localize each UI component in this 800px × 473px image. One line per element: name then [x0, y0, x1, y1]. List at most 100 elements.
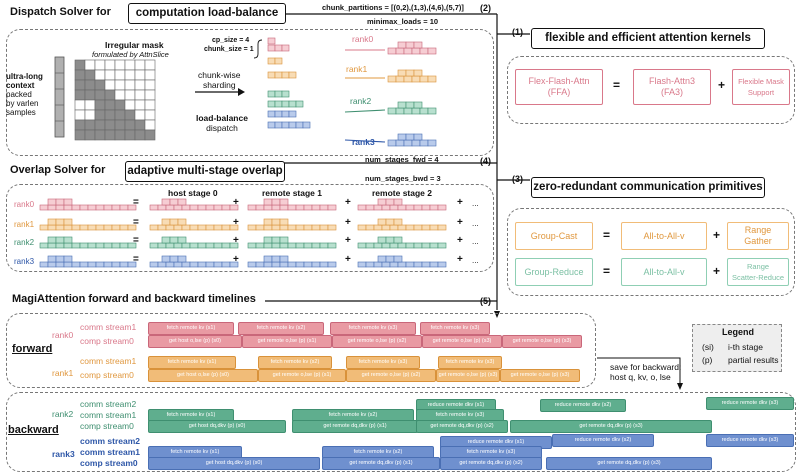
kernels-panel: [507, 56, 795, 124]
fa3-box: Flash-Attn3(FA3): [633, 69, 711, 105]
stage-remote-1: remote stage 1: [262, 188, 322, 198]
bwd-rank3: rank3: [52, 449, 75, 459]
timeline-bar: fetch remote kv (s1): [148, 322, 234, 335]
bwd-r2-comm2: comm stream2: [80, 399, 137, 409]
timeline-bar: get host dq,dkv (p) (s0): [148, 457, 320, 470]
timeline-bar: get host o,lse (p) (s0): [148, 369, 258, 382]
step-3: (3): [512, 174, 523, 184]
overlap-block: [63, 198, 73, 206]
timeline-bar: get remote dq,dkv (p) (s2): [440, 457, 542, 470]
mask-title: Irregular mask: [105, 40, 164, 50]
rank-block: [413, 69, 423, 77]
timeline-bar: fetch remote kv (s2): [258, 356, 332, 369]
overlap-block: [437, 261, 447, 268]
overlap-block: [229, 242, 239, 249]
lb-label: load-balance dispatch: [196, 113, 248, 133]
bwd-r2-comm1: comm stream1: [80, 410, 137, 420]
timeline-bar: get host o,lse (p) (s0): [148, 335, 242, 348]
timeline-bar: fetch remote kv (s3): [346, 356, 420, 369]
step-1: (1): [512, 27, 523, 37]
timeline-bar: fetch remote kv (s2): [238, 322, 324, 335]
context-column: [54, 56, 65, 138]
overlap-block: [437, 224, 447, 231]
overlap-operator: +: [233, 197, 239, 208]
overlap-operator: +: [345, 217, 351, 228]
overlap-block: [177, 198, 187, 206]
overlap-block: [327, 224, 337, 231]
overlap-block: [437, 204, 447, 211]
timeline-bar: reduce remote dkv (s3): [706, 434, 794, 447]
context-line-5: samples: [6, 108, 36, 117]
overlap-block: [393, 236, 403, 244]
mask-support-line-1: Flexible Mask: [738, 77, 784, 86]
timeline-bar: get host dq,dkv (p) (s0): [148, 420, 286, 433]
group-reduce-box: Group-Reduce: [515, 258, 593, 286]
fa3-line-1: Flash-Attn3: [648, 76, 696, 86]
overlap-operator: +: [345, 197, 351, 208]
rank-block: [413, 41, 423, 49]
legend-s: (si): [702, 342, 714, 352]
overlap-operator: +: [457, 235, 463, 246]
rank-block: [427, 107, 437, 115]
timeline-bar: get remote o,lse (p) (s3): [500, 369, 580, 382]
timeline-bar: get remote o,lse (p) (s3): [436, 369, 500, 382]
step-4: (4): [480, 156, 491, 166]
comm-eq-2: =: [603, 264, 611, 278]
overlap-box: adaptive multi-stage overlap: [125, 161, 285, 182]
bwd-rank2: rank2: [52, 409, 74, 419]
overlap-title: Overlap Solver for: [10, 164, 106, 176]
overlap-block: [437, 242, 447, 249]
timeline-bar: fetch remote kv (s3): [420, 322, 490, 335]
chunk-block: [267, 37, 276, 45]
mask-cell: [144, 129, 156, 141]
range-scatter-line-1: Range: [746, 262, 770, 271]
step-2: (2): [480, 3, 491, 13]
overlap-operator: +: [457, 197, 463, 208]
context-line-4: by varlen: [6, 99, 39, 108]
forward-label: forward: [12, 343, 53, 355]
overlap-dots: ...: [472, 256, 479, 265]
context-label: ultra-long context packed by varlen samp…: [6, 72, 43, 117]
overlap-rank-label: rank3: [14, 257, 35, 266]
chunk-block: [281, 90, 290, 98]
timeline-title: MagiAttention forward and backward timel…: [12, 293, 256, 305]
overlap-block: [177, 255, 187, 263]
context-line-1: ultra-long: [6, 72, 43, 81]
kernels-eq: =: [613, 78, 621, 92]
save-line-1: save for backward:: [610, 362, 682, 372]
rank-block: [413, 101, 423, 109]
legend-box: [692, 324, 782, 372]
a2a-box-2: All-to-All-v: [621, 258, 707, 286]
kernels-plus: +: [718, 78, 726, 92]
stage-host: host stage 0: [168, 188, 218, 198]
overlap-block: [279, 218, 289, 226]
overlap-block: [327, 242, 337, 249]
overlap-block: [63, 255, 73, 263]
overlap-block: [229, 261, 239, 268]
chunk-block: [274, 57, 283, 65]
timeline-bar: get remote o,lse (p) (s2): [332, 335, 422, 348]
fwd-r0-comp: comp stream0: [80, 336, 134, 346]
range-gather-line-2: Gather: [744, 236, 772, 246]
overlap-rank-label: rank2: [14, 238, 35, 247]
overlap-block: [127, 261, 137, 268]
timeline-bar: get remote o,lse (p) (s1): [258, 369, 346, 382]
group-cast-box: Group-Cast: [515, 222, 593, 250]
overlap-operator: +: [233, 254, 239, 265]
kernels-box: flexible and efficient attention kernels: [531, 28, 765, 49]
dispatch-panel: [6, 29, 494, 156]
dispatch-rank0: rank0: [352, 34, 374, 44]
overlap-block: [393, 198, 403, 206]
backward-panel: [6, 392, 796, 472]
rank-block: [413, 133, 423, 141]
overlap-operator: =: [133, 197, 139, 208]
overlap-block: [63, 218, 73, 226]
overlap-block: [393, 218, 403, 226]
overlap-dots: ...: [472, 199, 479, 208]
lb-line-2: dispatch: [206, 123, 238, 133]
chunk-block: [295, 100, 304, 108]
